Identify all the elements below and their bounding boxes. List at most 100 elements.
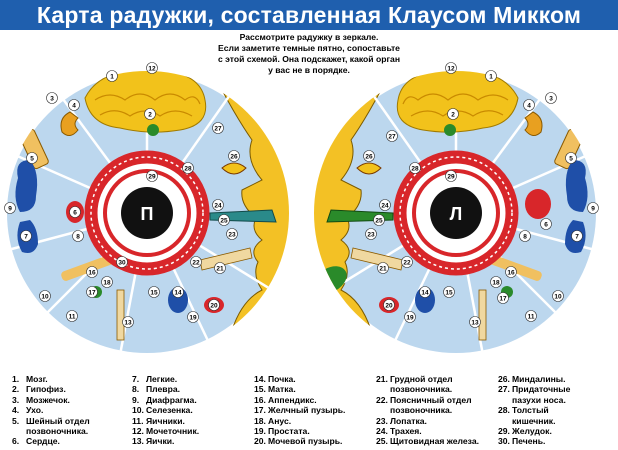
legend-item: 2.Гипофиз. (12, 384, 66, 395)
zone-number: 3 (545, 92, 557, 104)
svg-text:6: 6 (73, 210, 77, 217)
zone-number: 28 (182, 162, 194, 174)
svg-text:29: 29 (447, 174, 455, 181)
legend-item: 22.Поясничный отдел позвоночника. (376, 394, 472, 416)
legend-column: 21.Грудной отдел позвоночника. 22.Поясни… (376, 374, 498, 447)
instruction-line: Рассмотрите радужку в зеркале. (239, 32, 379, 42)
instruction-text: Рассмотрите радужку в зеркале. Если заме… (196, 32, 422, 76)
legend-item: 6.Сердце. (12, 436, 60, 447)
zone-number: 20 (383, 299, 395, 311)
svg-text:28: 28 (184, 166, 192, 173)
zone-number: 16 (505, 266, 517, 278)
ear-organ (524, 111, 543, 136)
zone-number: 14 (172, 286, 184, 298)
legend-item: 24.Трахея. (376, 426, 422, 437)
svg-text:16: 16 (88, 270, 96, 277)
zone-number: 25 (373, 214, 385, 226)
pituitary-organ (444, 124, 456, 136)
brain-organ (84, 71, 207, 133)
svg-text:5: 5 (569, 156, 573, 163)
svg-text:9: 9 (8, 206, 12, 213)
svg-text:10: 10 (41, 294, 49, 301)
zone-number: 30 (116, 256, 128, 268)
zone-number: 29 (146, 170, 158, 182)
zone-number: 23 (365, 228, 377, 240)
svg-text:20: 20 (210, 303, 218, 310)
zone-number: 2 (144, 108, 156, 120)
zone-number: 20 (208, 299, 220, 311)
legend-column: 7.Легкие. 8.Плевра. 9.Диафрагма. 10.Селе… (132, 374, 254, 447)
zone-number: 11 (525, 310, 537, 322)
zone-number: 13 (469, 316, 481, 328)
zone-number: 22 (401, 256, 413, 268)
zone-number: 5 (26, 152, 38, 164)
zone-number: 2 (447, 108, 459, 120)
zone-number: 12 (445, 62, 457, 74)
svg-text:24: 24 (381, 203, 389, 210)
instruction-line: Если заметите темные пятно, сопоставьте (218, 43, 400, 53)
svg-text:15: 15 (150, 290, 158, 297)
zone-number: 3 (46, 92, 58, 104)
svg-text:25: 25 (375, 218, 383, 225)
zone-number: 8 (72, 230, 84, 242)
zone-number: 4 (523, 99, 535, 111)
svg-text:3: 3 (50, 96, 54, 103)
legend-item: 27.Придаточные пазухи носа. (498, 384, 571, 405)
page-title: Карта радужки, составленная Клаусом Микк… (0, 0, 618, 30)
zone-number: 17 (86, 286, 98, 298)
svg-text:13: 13 (471, 320, 479, 327)
legend-column: 14.Почка. 15.Матка. 16.Аппендикс. 17.Жел… (254, 374, 376, 447)
tonsils-organ (356, 162, 382, 175)
tonsils-organ (221, 162, 247, 175)
svg-text:15: 15 (445, 290, 453, 297)
svg-text:17: 17 (499, 296, 507, 303)
svg-text:11: 11 (69, 314, 76, 321)
zone-numbers-right-eye: 12 1 2 3 4 5 6 7 8 9 10 11 13 14 15 16 1… (4, 62, 240, 328)
svg-text:4: 4 (527, 103, 531, 110)
legend: 1.Мозг. 2.Гипофиз. 3.Мозжечок. 4.Ухо. 5.… (0, 372, 618, 450)
svg-text:1: 1 (110, 74, 114, 81)
zone-number: 23 (226, 228, 238, 240)
right-eye-pupil-label: П (141, 204, 154, 224)
svg-text:8: 8 (76, 234, 80, 241)
zone-number: 11 (66, 310, 78, 322)
legend-item: 23.Лопатка. (376, 415, 427, 426)
svg-text:7: 7 (24, 234, 28, 241)
svg-text:12: 12 (447, 66, 455, 73)
svg-text:18: 18 (492, 280, 500, 287)
zone-number: 12 (146, 62, 158, 74)
svg-text:27: 27 (214, 126, 222, 133)
zone-number: 24 (212, 199, 224, 211)
svg-text:19: 19 (406, 315, 414, 322)
zone-number: 1 (485, 70, 497, 82)
heart-organ (525, 189, 551, 219)
zone-number: 24 (379, 199, 391, 211)
svg-text:23: 23 (228, 232, 236, 239)
lung-organ (15, 160, 38, 212)
zone-number: 6 (69, 206, 81, 218)
ureter-organ (116, 289, 125, 341)
svg-text:24: 24 (214, 203, 222, 210)
legend-item: 15.Матка. (254, 384, 296, 395)
zone-number: 21 (377, 262, 389, 274)
legend-item: 29.Желудок. (498, 426, 552, 437)
legend-item: 5.Шейный отдел позвоночника. (12, 415, 90, 437)
pituitary-organ (147, 124, 159, 136)
zone-number: 10 (552, 290, 564, 302)
svg-text:18: 18 (103, 280, 111, 287)
zone-number: 18 (101, 276, 113, 288)
svg-text:9: 9 (591, 206, 595, 213)
zone-number: 5 (565, 152, 577, 164)
zone-number: 14 (419, 286, 431, 298)
zone-number: 19 (187, 311, 199, 323)
svg-text:3: 3 (549, 96, 553, 103)
legend-item: 17.Желчный пузырь. (254, 405, 346, 416)
legend-item: 26.Миндалины. (498, 374, 566, 384)
zone-number: 16 (86, 266, 98, 278)
legend-item: 25.Щитовидная железа. (376, 436, 479, 447)
legend-item: 13.Яички. (132, 436, 175, 447)
zone-number: 25 (218, 214, 230, 226)
zone-numbers-left-eye: 12 1 2 3 4 5 6 7 8 9 10 11 13 14 15 16 1… (363, 62, 599, 328)
svg-text:26: 26 (230, 154, 238, 161)
zone-number: 7 (571, 230, 583, 242)
